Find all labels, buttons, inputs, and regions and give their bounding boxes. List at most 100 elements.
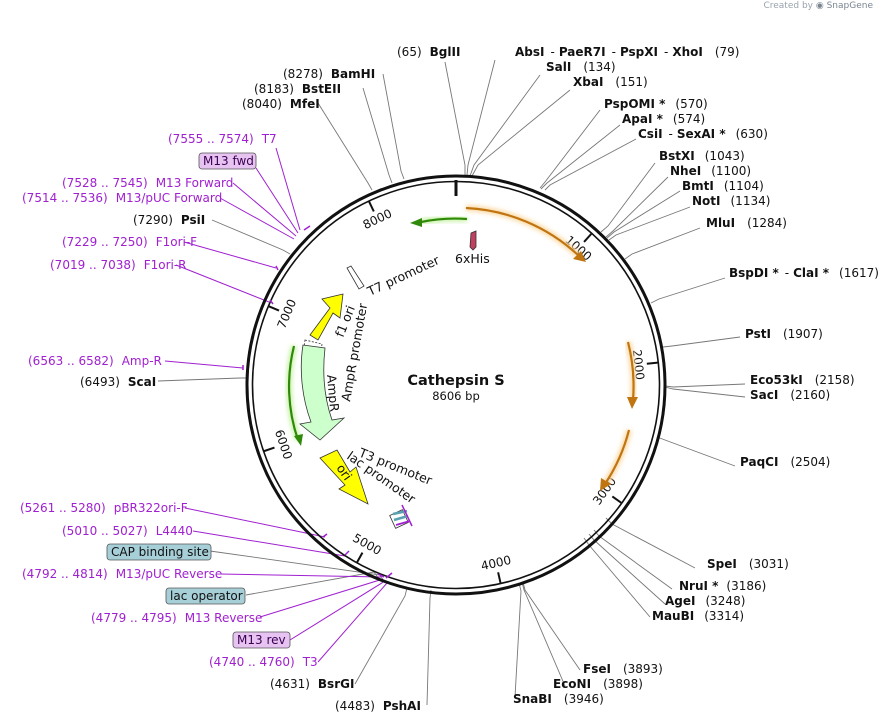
orf-arrows xyxy=(286,205,638,491)
primer-pbr322: (5261 .. 5280)pBR322ori-F xyxy=(20,501,188,515)
site-nrui-name: NruI * xyxy=(679,579,719,593)
site-sali-name: SalI xyxy=(546,60,571,74)
primer-m13pucreverse-range: (4792 .. 4814) xyxy=(22,567,108,581)
site-scai: (6493) ScaI xyxy=(80,375,156,389)
site-psii: (7290)PsiI xyxy=(133,213,205,227)
site-bsrgi-name: BsrGI xyxy=(318,677,355,691)
site-paer7i-name: PaeR7I xyxy=(559,45,606,59)
site-econi-name: EcoNI xyxy=(553,677,591,691)
tick-mark-4000 xyxy=(497,572,502,584)
feature-label-t7-promoter: T7 promoter xyxy=(364,252,442,299)
primer-ampr-range: (6563 .. 6582) xyxy=(28,354,114,368)
orf-1-arrowhead xyxy=(573,251,586,262)
primer-m13pucreverse: (4792 .. 4814) M13/pUC Reverse xyxy=(22,567,222,581)
feature-6xhis xyxy=(469,230,477,251)
cap-binding-site-label: CAP binding site xyxy=(111,545,209,559)
site-bspdi-name: BspDI * xyxy=(729,266,779,280)
site-scai-name: ScaI xyxy=(128,375,156,389)
primer-f1orir-name: F1ori-R xyxy=(144,258,187,272)
orf-3 xyxy=(604,429,631,485)
primer-m13reverse-range: (4779 .. 4795) xyxy=(91,611,177,625)
primer-m13pucreverse-name: M13/pUC Reverse xyxy=(116,567,223,581)
site-clai: BspDI *-ClaI *(1617) xyxy=(729,266,879,280)
site-mlui-name: MluI xyxy=(706,216,735,230)
orf-5-arrowhead xyxy=(294,434,303,446)
primer-m13fwd-box-bg xyxy=(198,152,257,170)
primer-m13reverse: (4779 .. 4795)M13 Reverse xyxy=(91,611,262,625)
primer-m13pucforward: (7514 .. 7536)M13/pUC Forward xyxy=(22,191,222,205)
site-agei-name: AgeI xyxy=(665,594,695,608)
site-spei: SpeI(3031) xyxy=(707,557,789,571)
orf-2 xyxy=(626,341,635,401)
primer-f1orir-range: (7019 .. 7038) xyxy=(50,258,136,272)
site-bmti: BmtI(1104) xyxy=(682,179,764,193)
primer-ampr-name: Amp-R xyxy=(122,354,162,368)
primer-t3: (4740 .. 4760)T3 xyxy=(209,655,318,669)
site-saci-coord: (2160) xyxy=(790,388,830,402)
site-scai-coord: (6493) xyxy=(80,375,120,389)
lac-operator-label: lac operator xyxy=(170,589,243,603)
orf-glow-3 xyxy=(602,429,632,486)
site-sexai-coord: (630) xyxy=(736,127,768,141)
primer-m13rev-box: M13 rev xyxy=(232,631,291,649)
feature-primer-mark xyxy=(395,520,411,526)
site-clai-coord: (1617) xyxy=(839,266,879,280)
site-nhei-name: NheI xyxy=(670,164,701,178)
site-pspomi-name: PspOMI * xyxy=(604,97,666,111)
feature-label-6xhis: 6xHis xyxy=(455,251,490,266)
primer-t7: (7555 .. 7574)T7 xyxy=(168,132,277,146)
primer-pbr322-name: pBR322ori-F xyxy=(114,501,188,515)
orf-4 xyxy=(420,217,468,224)
primer-f1orir: (7019 .. 7038) F1ori-R xyxy=(50,258,187,272)
tick-label-4000: 4000 xyxy=(480,553,513,573)
credit-prefix: Created by xyxy=(763,1,813,11)
site-bstxi: BstXI(1043) xyxy=(659,149,745,163)
site-csii-name: CsiI xyxy=(638,127,663,141)
site-xhoi: AbsI-PaeR7I-PspXI-XhoI(79) xyxy=(515,45,739,59)
site-paqci: PaqCI(2504) xyxy=(740,455,830,469)
site-apai-coord: (574) xyxy=(673,112,705,126)
site-snabi-coord: (3946) xyxy=(564,692,604,706)
tick-label-7000: 7000 xyxy=(274,297,299,331)
tick-mark-3000 xyxy=(611,495,622,504)
site-eco53ki-name: Eco53kI xyxy=(750,373,803,387)
plasmid-length: 8606 bp xyxy=(432,389,480,403)
lac-operator-box xyxy=(165,587,246,605)
site-pspomi: PspOMI *(570) xyxy=(604,97,708,111)
leader-lines xyxy=(157,59,746,706)
site-pshai-name: PshAI xyxy=(383,699,421,713)
tick-mark-1000 xyxy=(583,233,593,243)
site-spei-name: SpeI xyxy=(707,557,737,571)
orf-4-arrowhead xyxy=(410,218,422,227)
primer-l4440-range: (5010 .. 5027) xyxy=(62,524,148,538)
site-econi-coord: (3898) xyxy=(603,677,643,691)
primer-l4440: (5010 .. 5027) L4440 xyxy=(62,524,193,538)
feature-lac-promoter-group xyxy=(389,504,413,529)
site-xhoi-coord: (79) xyxy=(715,45,740,59)
feature-t7-promoter xyxy=(346,265,365,290)
site-bmti-coord: (1104) xyxy=(724,179,764,193)
site-fsei: FseI(3893) xyxy=(583,662,663,676)
tick-label-5000: 5000 xyxy=(350,531,383,558)
site-bglii-name: BglII xyxy=(430,45,461,59)
site-mlui: MluI(1284) xyxy=(706,216,787,230)
site-bamhi-coord: (8278) xyxy=(283,67,323,81)
site-bsteii-coord: (8183) xyxy=(254,82,294,96)
primer-m13fwd-box: M13 fwd xyxy=(198,152,257,170)
primer-m13fwd-label: M13 fwd xyxy=(203,154,254,168)
site-bstxi-coord: (1043) xyxy=(705,149,745,163)
site-noti-coord: (1134) xyxy=(731,194,771,208)
site-paqci-name: PaqCI xyxy=(740,455,778,469)
site-fsei-name: FseI xyxy=(583,662,611,676)
site-eco53ki-coord: (2158) xyxy=(815,373,855,387)
site-bsteii: (8183)BstEII xyxy=(254,82,341,96)
site-noti: NotI(1134) xyxy=(692,194,770,208)
site-sali-coord: (134) xyxy=(583,60,615,74)
tick-label-8000: 8000 xyxy=(361,206,395,232)
site-xhoi-name: XhoI xyxy=(672,45,703,59)
site-xbai: XbaI(151) xyxy=(573,75,648,89)
primer-l4440-name: L4440 xyxy=(156,524,193,538)
primer-m13forward: (7528 .. 7545)M13 Forward xyxy=(62,176,233,190)
primer-t7-name: T7 xyxy=(261,132,277,146)
primer-f1orif: (7229 .. 7250)F1ori-F xyxy=(62,235,197,249)
